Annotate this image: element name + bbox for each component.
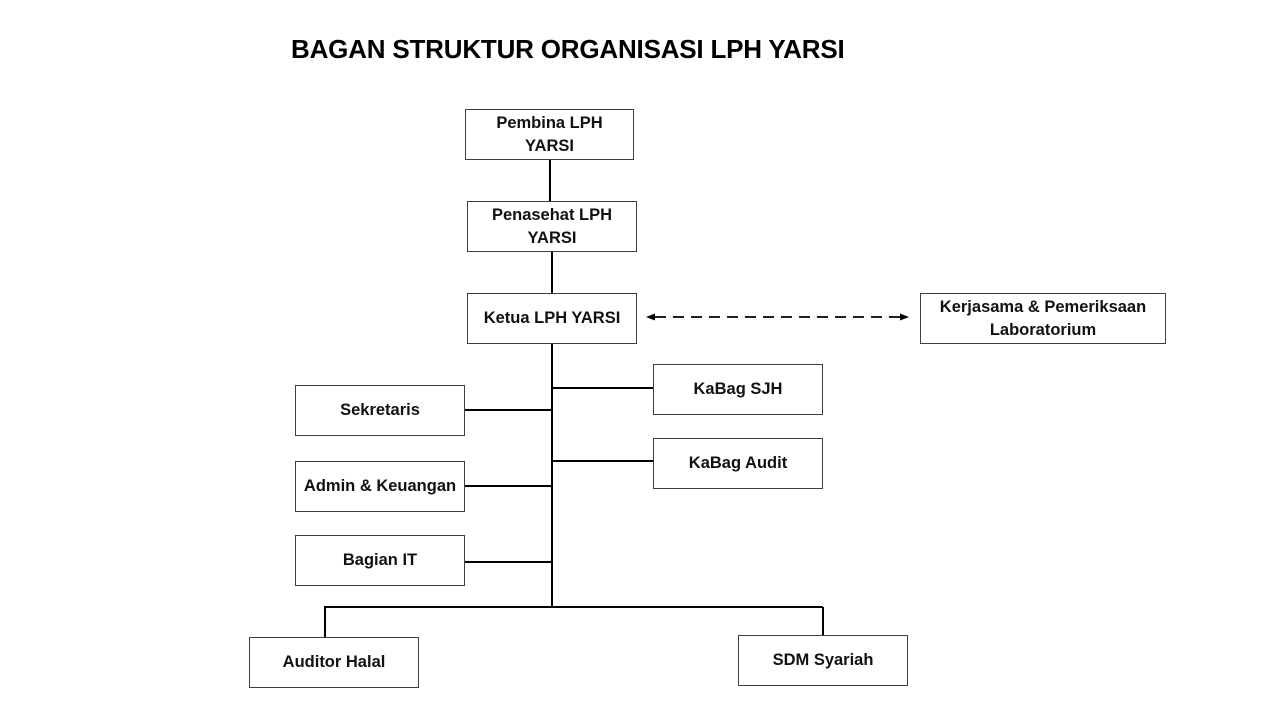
arrowhead-right-icon (900, 313, 909, 321)
node-admin-keuangan: Admin & Keuangan (295, 461, 465, 512)
node-bagian-it: Bagian IT (295, 535, 465, 586)
node-kabag-sjh: KaBag SJH (653, 364, 823, 415)
arrowhead-left-icon (646, 313, 655, 321)
node-bagian-it-label: Bagian IT (342, 551, 418, 569)
node-admin-keuangan-label: Admin & Keuangan (303, 477, 457, 495)
node-penasehat-label: Penasehat LPH YARSI (491, 205, 613, 247)
node-penasehat: Penasehat LPH YARSI (467, 201, 637, 252)
node-ketua: Ketua LPH YARSI (467, 293, 637, 344)
node-pembina-label: Pembina LPH YARSI (496, 113, 603, 155)
node-kabag-audit: KaBag Audit (653, 438, 823, 489)
node-kerjasama-label: Kerjasama & Pemeriksaan Laboratorium (939, 297, 1147, 339)
edge-ketua-kerjasama-dashed (646, 313, 909, 321)
node-sekretaris: Sekretaris (295, 385, 465, 436)
node-kerjasama: Kerjasama & Pemeriksaan Laboratorium (920, 293, 1166, 344)
node-ketua-label: Ketua LPH YARSI (483, 309, 621, 327)
node-kabag-sjh-label: KaBag SJH (693, 380, 783, 398)
node-sdm-syariah-label: SDM Syariah (772, 651, 874, 669)
node-auditor-halal: Auditor Halal (249, 637, 419, 688)
node-sekretaris-label: Sekretaris (340, 401, 420, 419)
node-auditor-halal-label: Auditor Halal (282, 653, 386, 671)
node-kabag-audit-label: KaBag Audit (688, 454, 788, 472)
node-pembina: Pembina LPH YARSI (465, 109, 634, 160)
chart-title: BAGAN STRUKTUR ORGANISASI LPH YARSI (291, 34, 845, 64)
node-sdm-syariah: SDM Syariah (738, 635, 908, 686)
